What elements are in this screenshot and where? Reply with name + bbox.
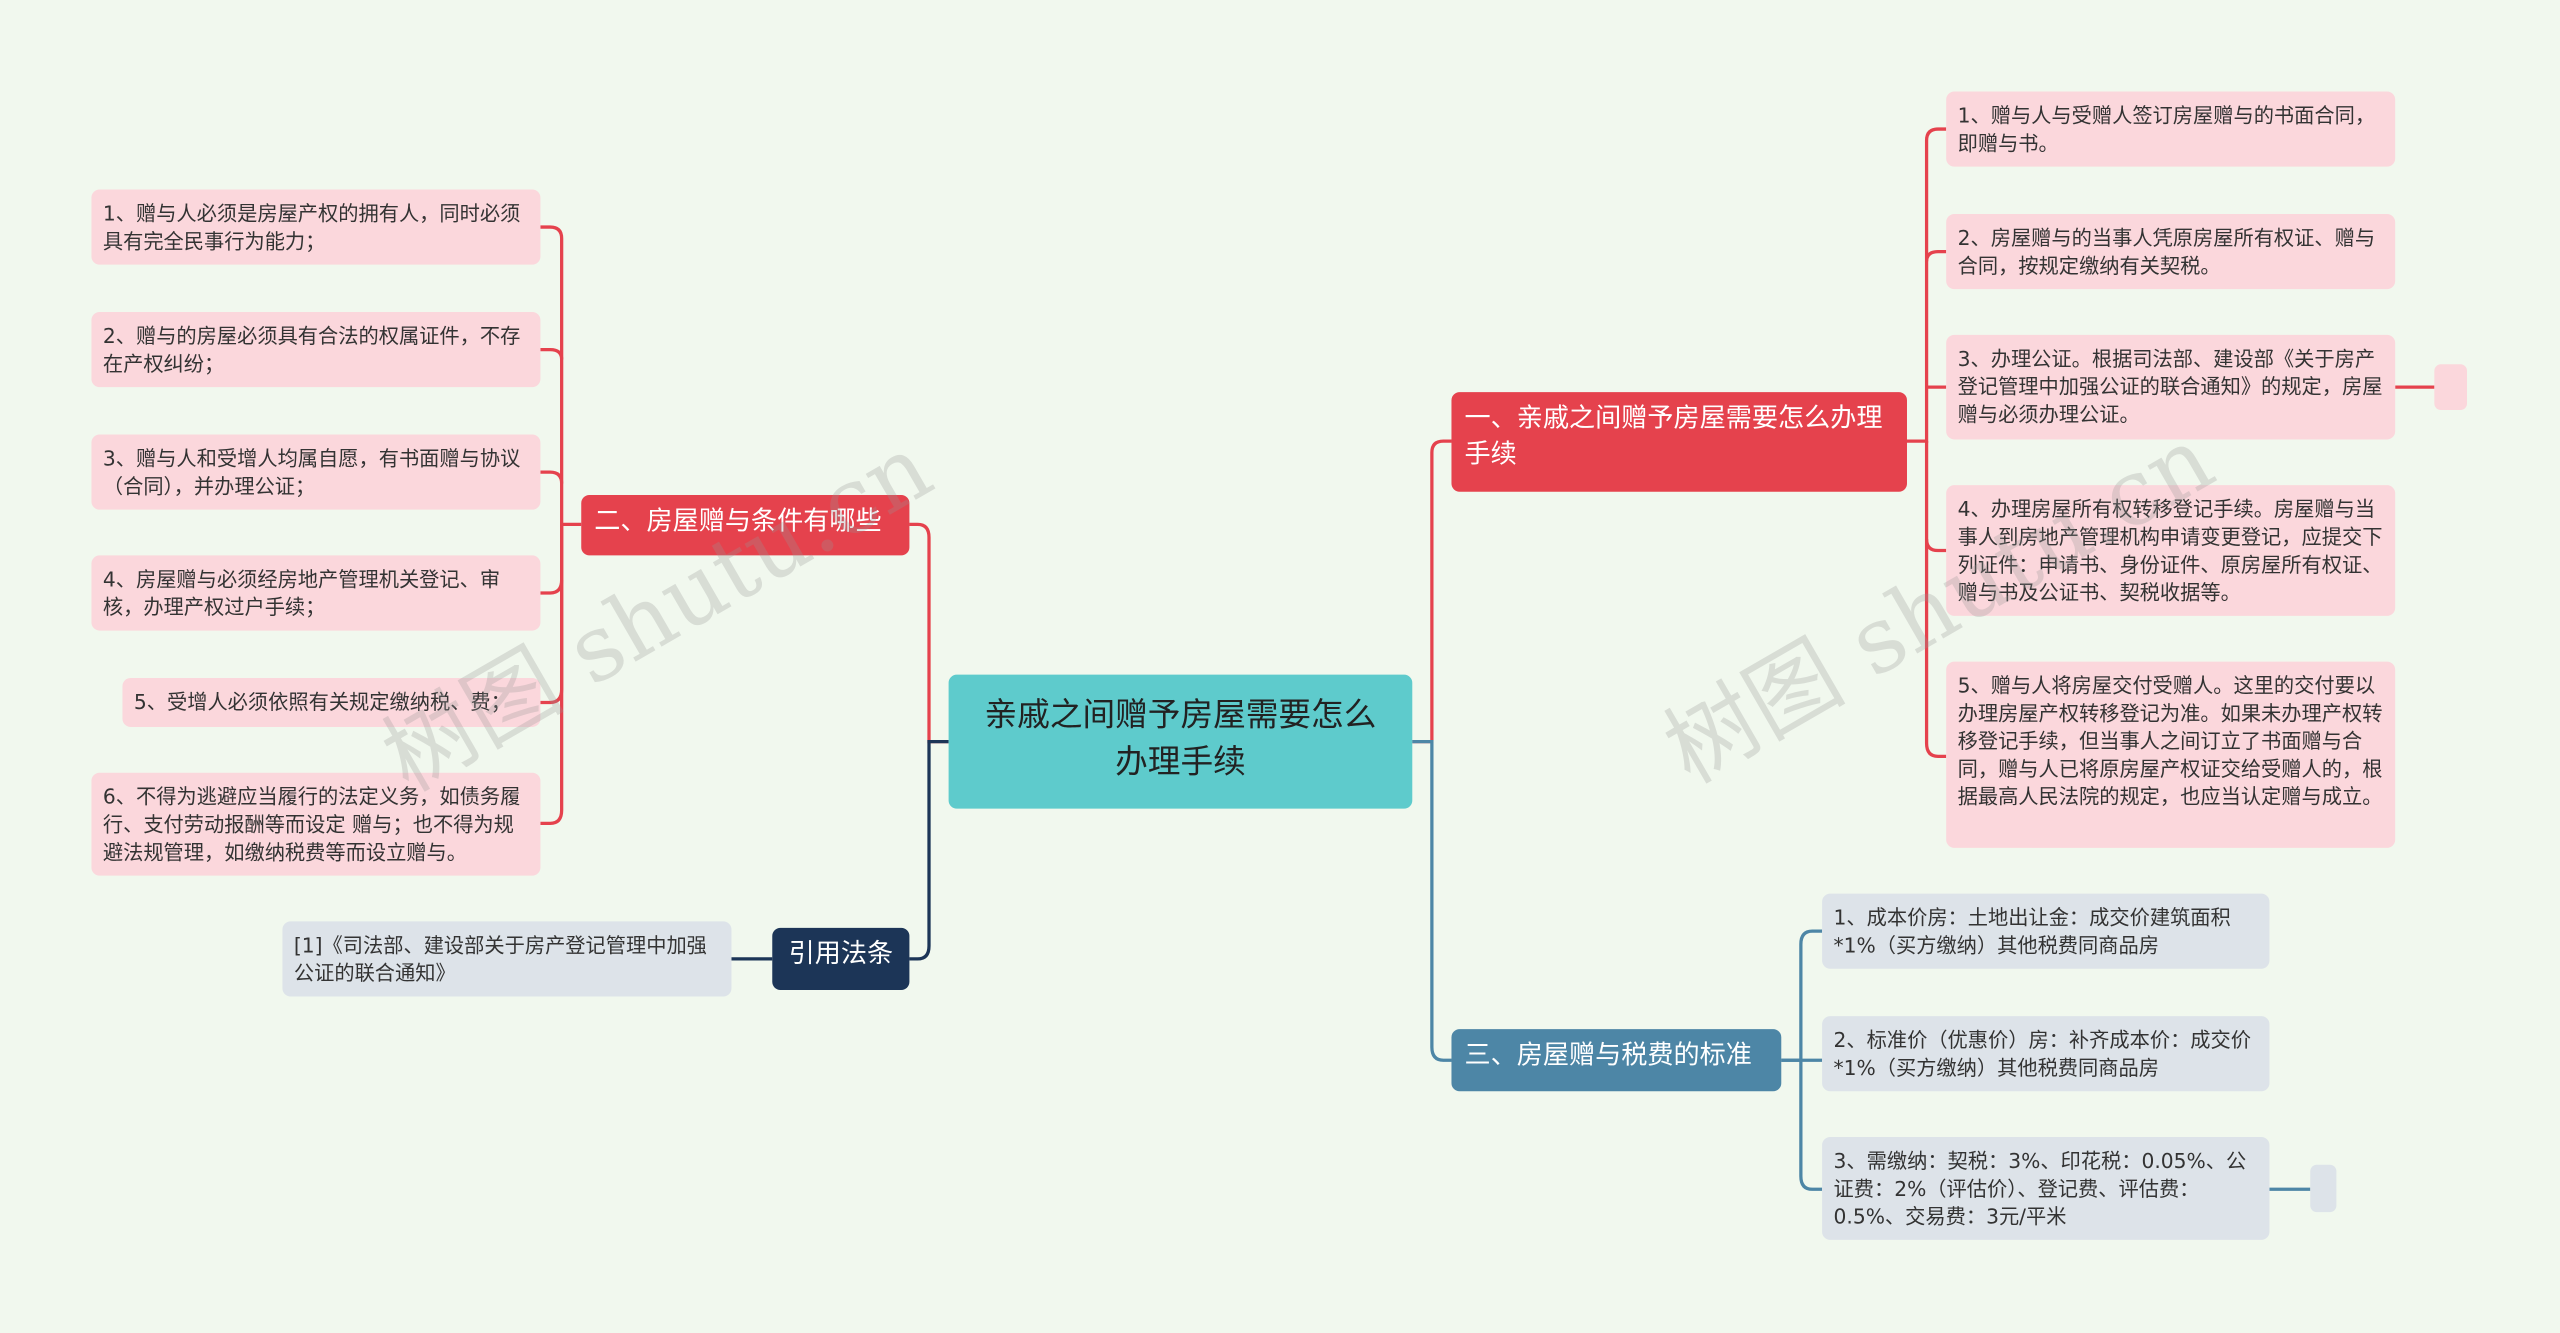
procedure-step-3[interactable]: 3、办理公证。根据司法部、建设部《关于房产登记管理中加强公证的联合通知》的规定，… — [1946, 334, 2396, 440]
branch-citation[interactable]: 引用法条 — [772, 927, 910, 990]
condition-item-1[interactable]: 1、赠与人必须是房屋产权的拥有人，同时必须具有完全民事行为能力； — [91, 189, 541, 265]
procedure-step-2[interactable]: 2、房屋赠与的当事人凭原房屋所有权证、赠与合同，按规定缴纳有关契税。 — [1946, 214, 2396, 290]
branch-conditions[interactable]: 二、房屋赠与条件有哪些 — [581, 494, 910, 556]
procedure-step-4[interactable]: 4、办理房屋所有权转移登记手续。房屋赠与当事人到房地产管理机构申请变更登记，应提… — [1946, 485, 2396, 616]
tax-item-2[interactable]: 2、标准价（优惠价）房：补齐成本价：成交价*1%（买方缴纳）其他税费同商品房 — [1822, 1016, 2270, 1092]
tax-item-1[interactable]: 1、成本价房：土地出让金：成交价建筑面积*1%（买方缴纳）其他税费同商品房 — [1822, 893, 2270, 969]
condition-item-2[interactable]: 2、赠与的房屋必须具有合法的权属证件，不存在产权纠纷； — [91, 312, 541, 388]
branch-procedure[interactable]: 一、亲戚之间赠予房屋需要怎么办理手续 — [1451, 392, 1907, 492]
citation-item-1[interactable]: [1]《司法部、建设部关于房产登记管理中加强公证的联合通知》 — [282, 921, 732, 997]
tax-item-3[interactable]: 3、需缴纳：契税：3%、印花税：0.05%、公证费：2%（评估价）、登记费、评估… — [1822, 1136, 2270, 1240]
condition-item-4[interactable]: 4、房屋赠与必须经房地产管理机关登记、审核，办理产权过户手续； — [91, 555, 541, 631]
procedure-step-1[interactable]: 1、赠与人与受赠人签订房屋赠与的书面合同，即赠与书。 — [1946, 91, 2396, 167]
condition-item-5[interactable]: 5、受增人必须依照有关规定缴纳税、费； — [122, 677, 541, 727]
condition-item-6[interactable]: 6、不得为逃避应当履行的法定义务，如债务履行、支付劳动报酬等而设定 赠与；也不得… — [91, 772, 541, 876]
collapsed-note-marker[interactable] — [2310, 1164, 2337, 1213]
collapsed-note-marker[interactable] — [2434, 364, 2468, 411]
procedure-step-5[interactable]: 5、赠与人将房屋交付受赠人。这里的交付要以办理房屋产权转移登记为准。如果未办理产… — [1946, 661, 2396, 848]
central-topic[interactable]: 亲戚之间赠予房屋需要怎么办理手续 — [948, 674, 1413, 809]
branch-taxes[interactable]: 三、房屋赠与税费的标准 — [1451, 1029, 1782, 1092]
condition-item-3[interactable]: 3、赠与人和受增人均属自愿，有书面赠与协议（合同），并办理公证； — [91, 434, 541, 510]
